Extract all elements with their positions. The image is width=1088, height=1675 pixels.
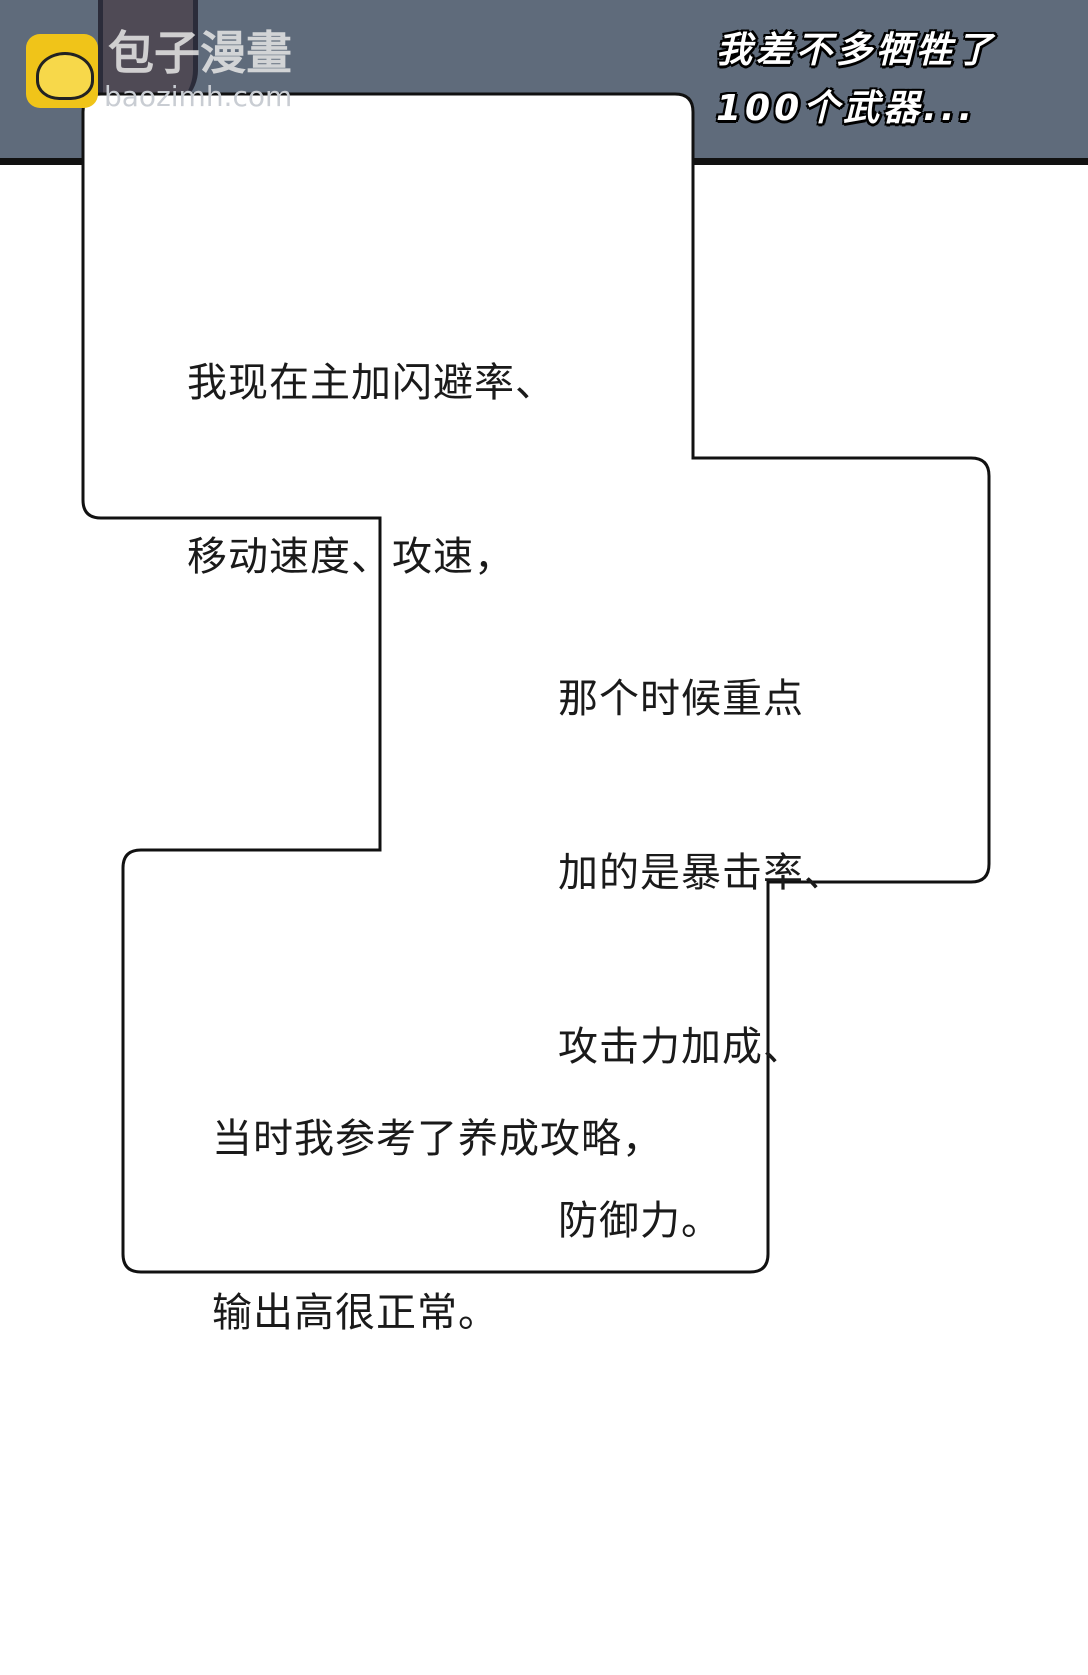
speech-bubble-3: 当时我参考了养成攻略， 输出高很正常。 [212,994,663,1400]
dialogue-line: 输出高很正常。 [212,1290,499,1336]
dialogue-line: 当时我参考了养成攻略， [212,1116,663,1162]
speech-bubble-1: 我现在主加闪避率、 移动速度、攻速， [187,238,556,644]
speech-bubble-2: 那个时候重点 加的是暴击率、 攻击力加成、 防御力。 [558,554,845,1308]
watermark-domain: baozimh.com [104,80,293,113]
caption-line: 100个武器... [716,88,977,129]
dialogue-line: 攻击力加成、 [558,1024,804,1070]
character-figure [98,0,198,110]
dialogue-line: 防御力。 [558,1198,722,1244]
narration-caption: 我差不多牺牲了 100个武器... [716,22,996,138]
caption-line: 我差不多牺牲了 [716,30,997,71]
watermark-logo-icon [26,34,98,108]
dialogue-line: 加的是暴击率、 [558,850,845,896]
dialogue-line: 那个时候重点 [558,676,804,722]
dialogue-line: 移动速度、攻速， [187,534,515,580]
watermark-name: 包子漫畫 [108,26,292,80]
dialogue-line: 我现在主加闪避率、 [187,360,556,406]
speech-bubble-outline [81,92,991,1274]
